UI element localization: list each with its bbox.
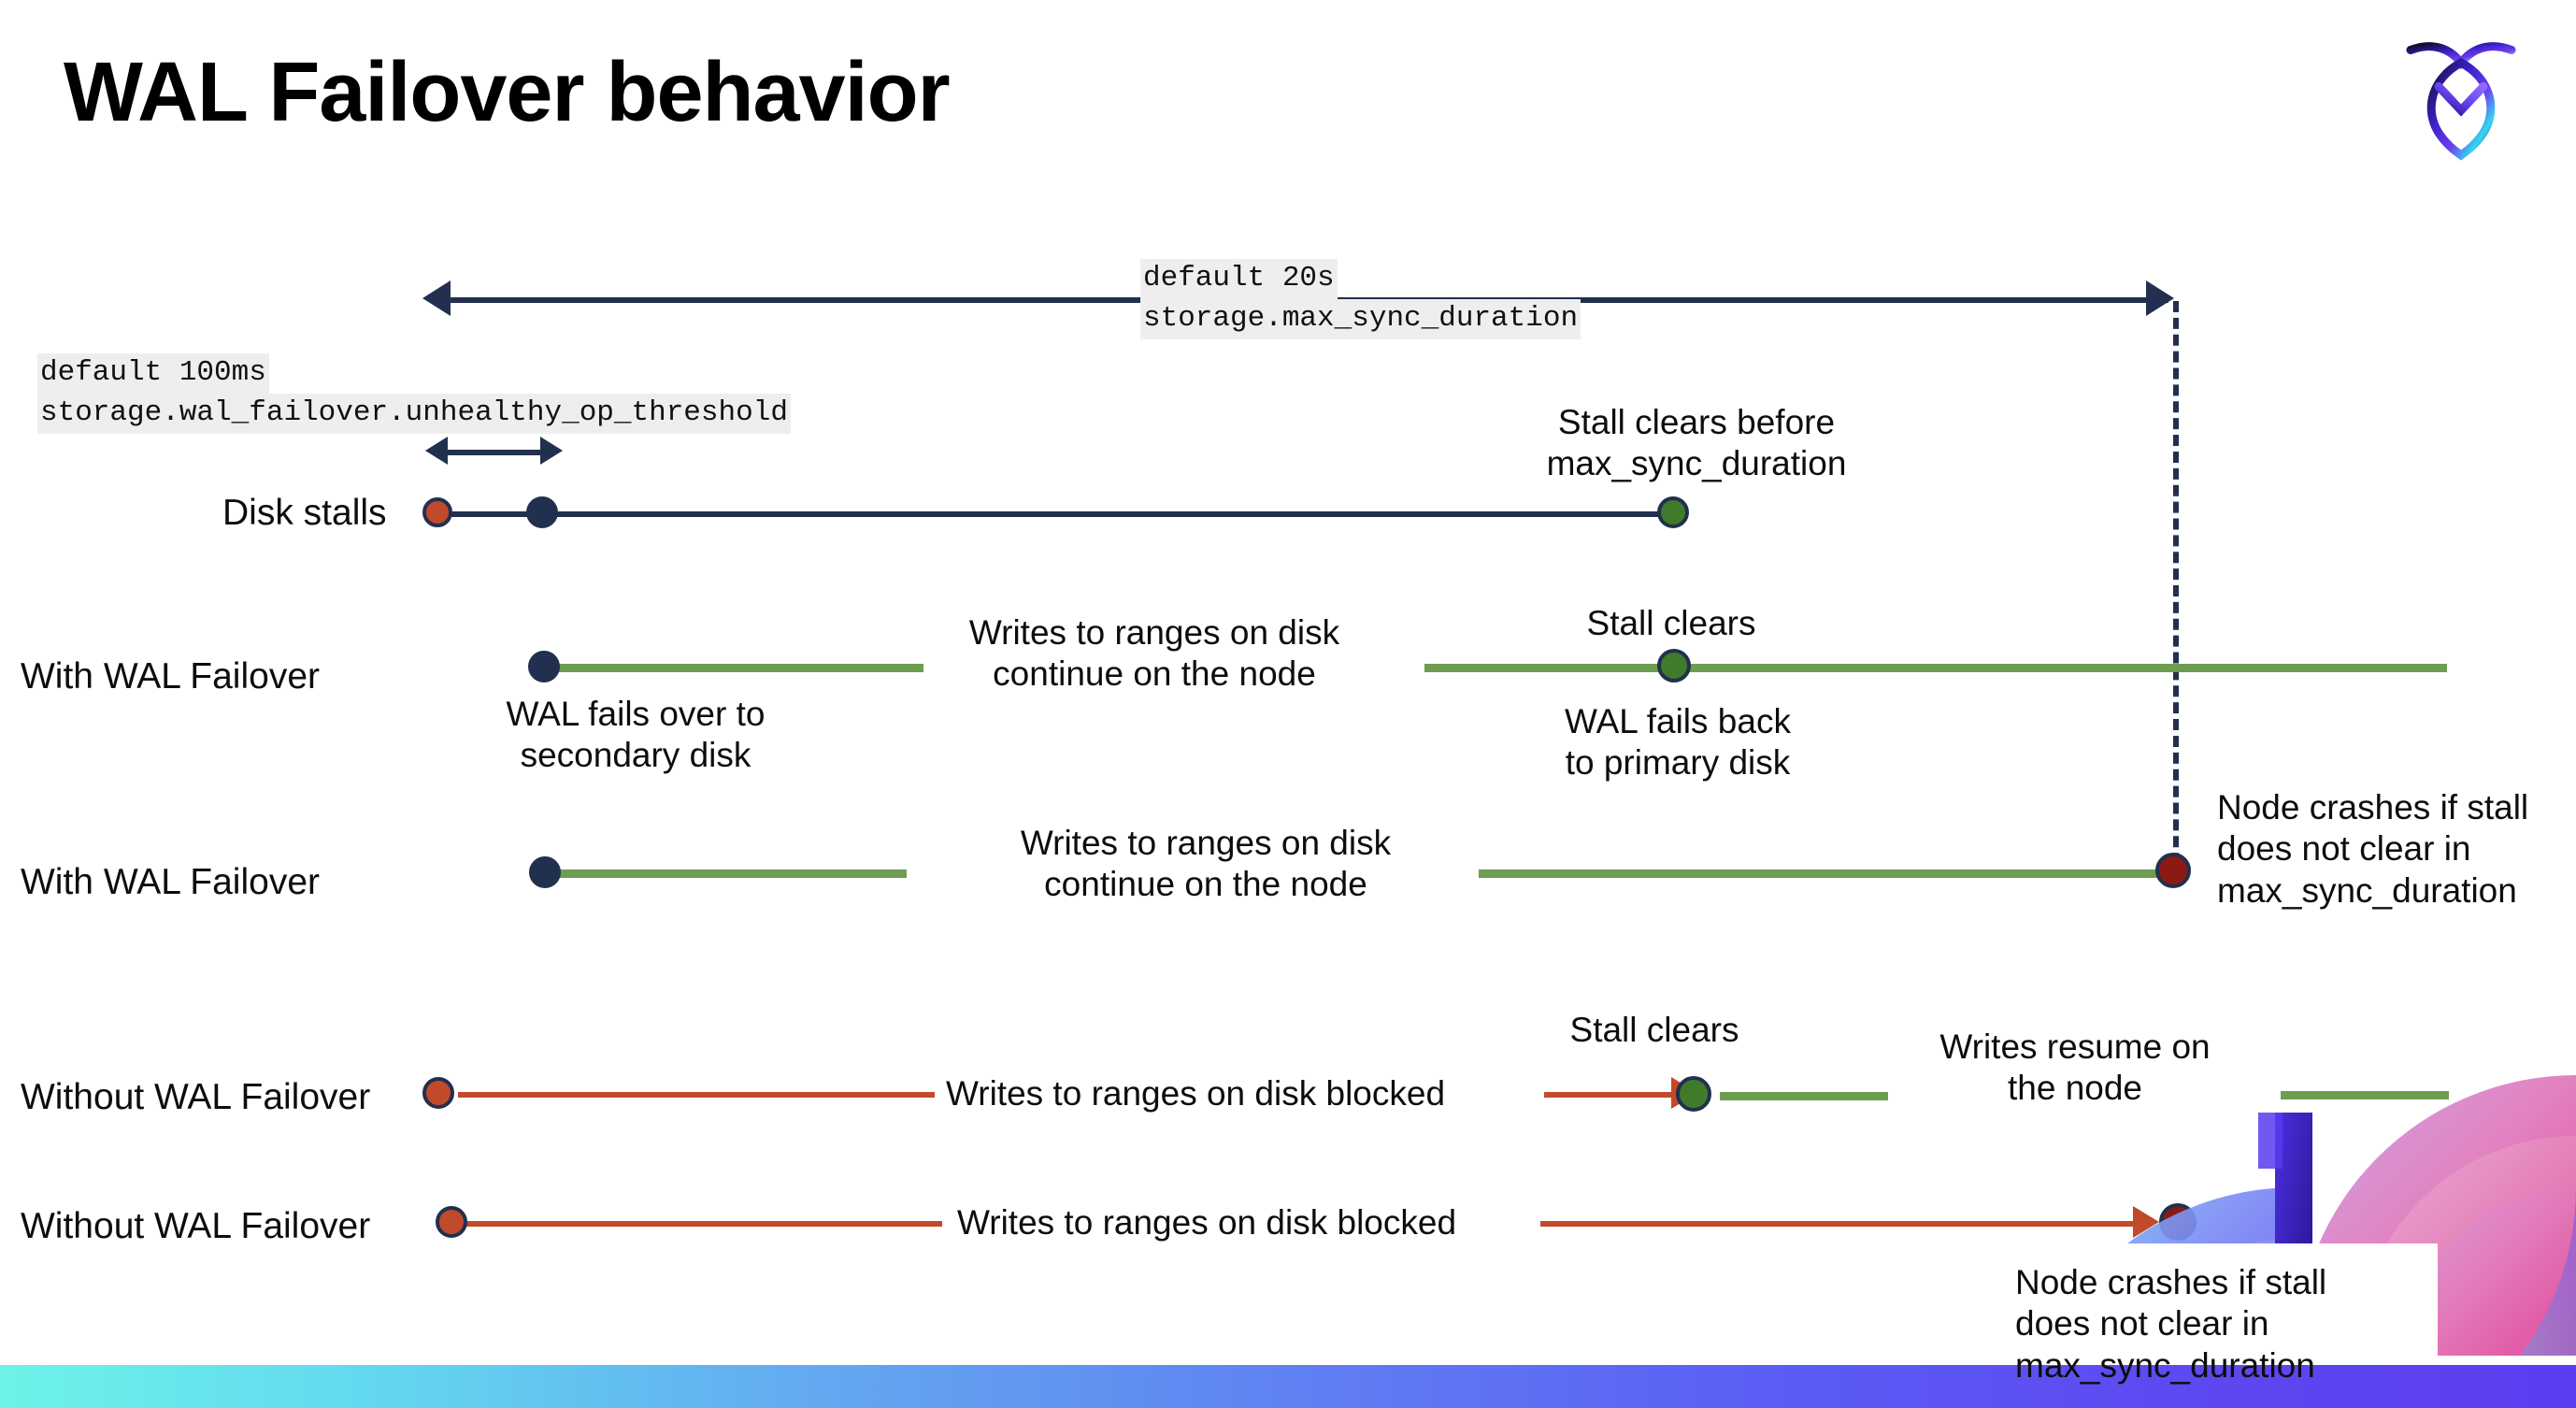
unhealthy-op-threshold-left-arrowhead [425,437,448,465]
note-wal-fails-over-to-secondary-disk: WAL fails over to secondary disk [506,695,766,775]
with-failover-crashes-failover-dot [529,856,561,888]
without-failover-recovers-start-dot [422,1077,454,1109]
row-label-without-wal-failover-crashes: Without WAL Failover [21,1206,371,1246]
without-failover-crashes-start-dot [436,1206,467,1238]
unhealthy-op-threshold-setting-label: storage.wal_failover.unhealthy_op_thresh… [37,394,791,434]
note-writes-continue-on-node-1: Writes to ranges on disk continue on the… [968,613,1340,694]
row-label-disk-stalls: Disk stalls [222,493,387,533]
note-node-crashes-2: Node crashes if stall does not clear in … [2015,1263,2327,1385]
without-failover-recovers-blocked-right [1544,1092,1675,1098]
note-wal-fails-back-to-primary-disk: WAL fails back to primary disk [1565,702,1791,783]
with-failover-crashes-segment-right [1479,869,2170,878]
unhealthy-op-threshold-default-label: default 100ms [37,353,269,394]
unhealthy-op-threshold-span-line [447,450,548,455]
note-stall-clears-before-max-sync: Stall clears before max_sync_duration [1546,403,1847,483]
without-failover-recovers-resume-segment-b [2281,1091,2449,1099]
disk-stalls-start-dot [422,497,452,527]
without-failover-recovers-clear-dot [1676,1076,1711,1112]
note-node-crashes-1: Node crashes if stall does not clear in … [2217,788,2529,910]
row-label-with-wal-failover-recovers: With WAL Failover [21,656,320,697]
note-stall-clears-2: Stall clears [1569,1011,1739,1049]
with-failover-recovers-failover-dot [528,651,560,682]
unhealthy-op-threshold-right-arrowhead [540,437,563,465]
note-writes-continue-on-node-2: Writes to ranges on disk continue on the… [1020,824,1392,904]
note-writes-blocked-1: Writes to ranges on disk blocked [946,1074,1446,1113]
max-sync-duration-right-arrowhead [2146,280,2174,316]
with-failover-crashes-crash-dot [2155,853,2191,888]
with-failover-recovers-segment-right [1424,664,2447,672]
cockroachdb-logo [2391,26,2531,166]
without-failover-crashes-arrowhead [2133,1206,2159,1238]
max-sync-duration-setting-label: storage.max_sync_duration [1140,299,1581,339]
without-failover-crashes-blocked-right [1540,1221,2139,1227]
row-label-with-wal-failover-crashes: With WAL Failover [21,862,320,902]
max-sync-duration-dashed-guideline [2173,301,2179,881]
max-sync-duration-left-arrowhead [422,280,451,316]
disk-stalls-timeline [439,511,1673,517]
without-failover-recovers-blocked-left [458,1092,935,1098]
row-label-without-wal-failover-recovers: Without WAL Failover [21,1077,371,1117]
with-failover-crashes-segment-left [553,869,907,878]
disk-stalls-clear-dot [1657,496,1689,528]
without-failover-crashes-blocked-left [465,1221,942,1227]
note-stall-clears-1: Stall clears [1586,604,1756,642]
with-failover-recovers-segment-left [551,664,923,672]
with-failover-recovers-clear-dot [1657,649,1691,682]
page-title: WAL Failover behavior [64,46,951,139]
without-failover-crashes-crash-dot [2159,1203,2197,1241]
max-sync-duration-default-label: default 20s [1140,259,1338,299]
bottom-gradient-bar [0,1365,2576,1408]
without-failover-recovers-resume-segment-a [1720,1092,1888,1100]
note-writes-resume-on-node: Writes resume on the node [1939,1027,2211,1108]
note-writes-blocked-2: Writes to ranges on disk blocked [957,1203,1457,1242]
disk-stalls-failover-dot [526,496,558,528]
